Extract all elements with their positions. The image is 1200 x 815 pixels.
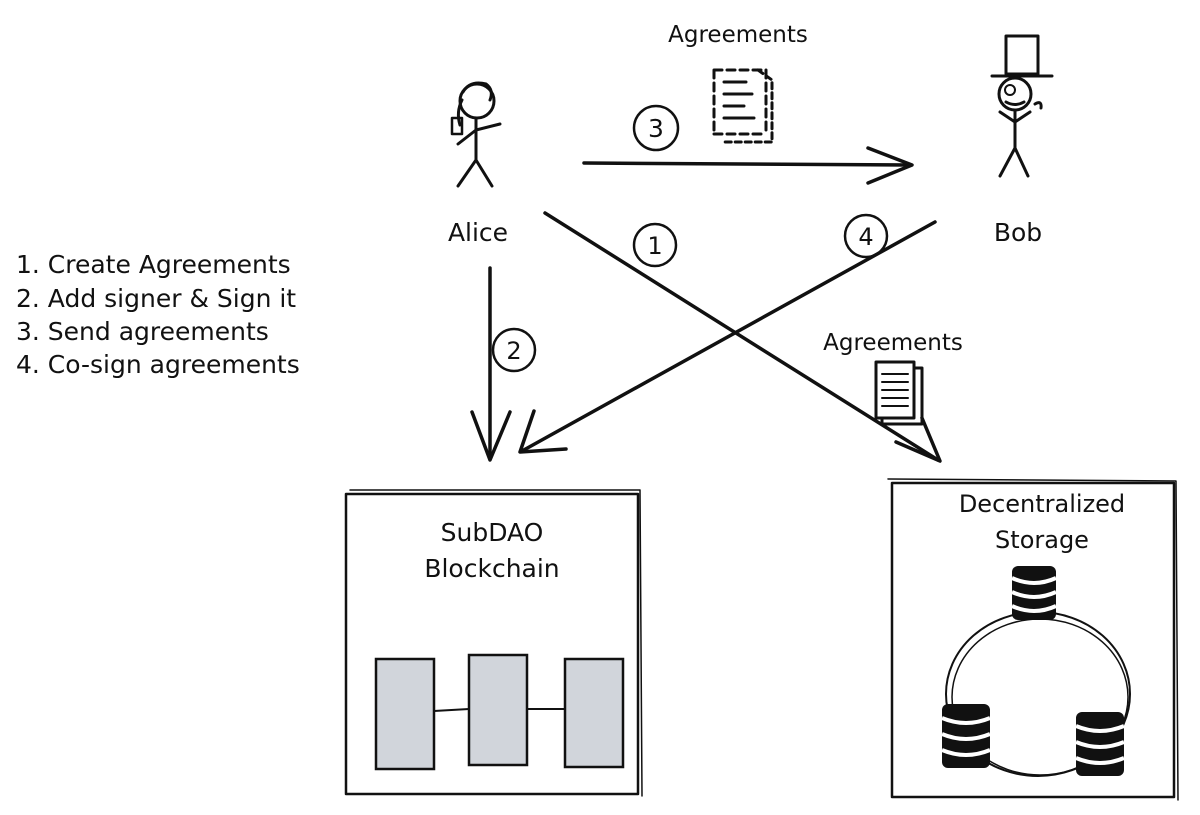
- blockchain-box: SubDAO Blockchain: [344, 489, 643, 797]
- svg-text:2: 2: [506, 337, 521, 365]
- document-icon: [712, 68, 774, 144]
- step-3-text: 3. Send agreements: [16, 317, 269, 346]
- agreements-top-label: Agreements: [668, 22, 808, 48]
- step-1-marker: 1: [632, 222, 678, 268]
- storage-title-line2: Storage: [995, 526, 1089, 554]
- co-sign-arrow: [518, 220, 937, 454]
- database-icon: [1011, 566, 1057, 620]
- alice-label: Alice: [448, 218, 508, 247]
- create-agreements-arrow: [543, 211, 942, 463]
- step-1-text: 1. Create Agreements: [16, 250, 291, 279]
- blockchain-title-line1: SubDAO: [441, 518, 544, 547]
- block-2: [467, 653, 529, 767]
- bob-figure-icon: [990, 34, 1054, 178]
- database-icon: [941, 704, 991, 768]
- svg-text:3: 3: [648, 114, 664, 143]
- steps-legend: 1. Create Agreements 2. Add signer & Sig…: [16, 250, 300, 379]
- sign-arrow: [470, 266, 512, 462]
- storage-title-line1: Decentralized: [959, 490, 1125, 518]
- step-4-text: 4. Co-sign agreements: [16, 350, 300, 379]
- svg-text:1: 1: [647, 232, 662, 260]
- document-icon: [874, 360, 924, 426]
- agreements-bottom-label: Agreements: [823, 330, 963, 356]
- blockchain-title-line2: Blockchain: [424, 554, 559, 583]
- step-2-text: 2. Add signer & Sign it: [16, 284, 296, 313]
- step-2-marker: 2: [491, 327, 537, 373]
- step-3-marker: 3: [632, 104, 680, 152]
- bob-label: Bob: [994, 218, 1042, 247]
- block-1: [374, 657, 436, 771]
- step-4-marker: 4: [843, 213, 889, 259]
- storage-box: Decentralized Storage: [887, 478, 1179, 801]
- database-icon: [1075, 712, 1125, 776]
- alice-figure-icon: [450, 81, 502, 188]
- svg-text:4: 4: [858, 223, 873, 251]
- block-3: [563, 657, 625, 769]
- send-agreements-arrow: [582, 146, 914, 185]
- chain-link: [433, 708, 470, 712]
